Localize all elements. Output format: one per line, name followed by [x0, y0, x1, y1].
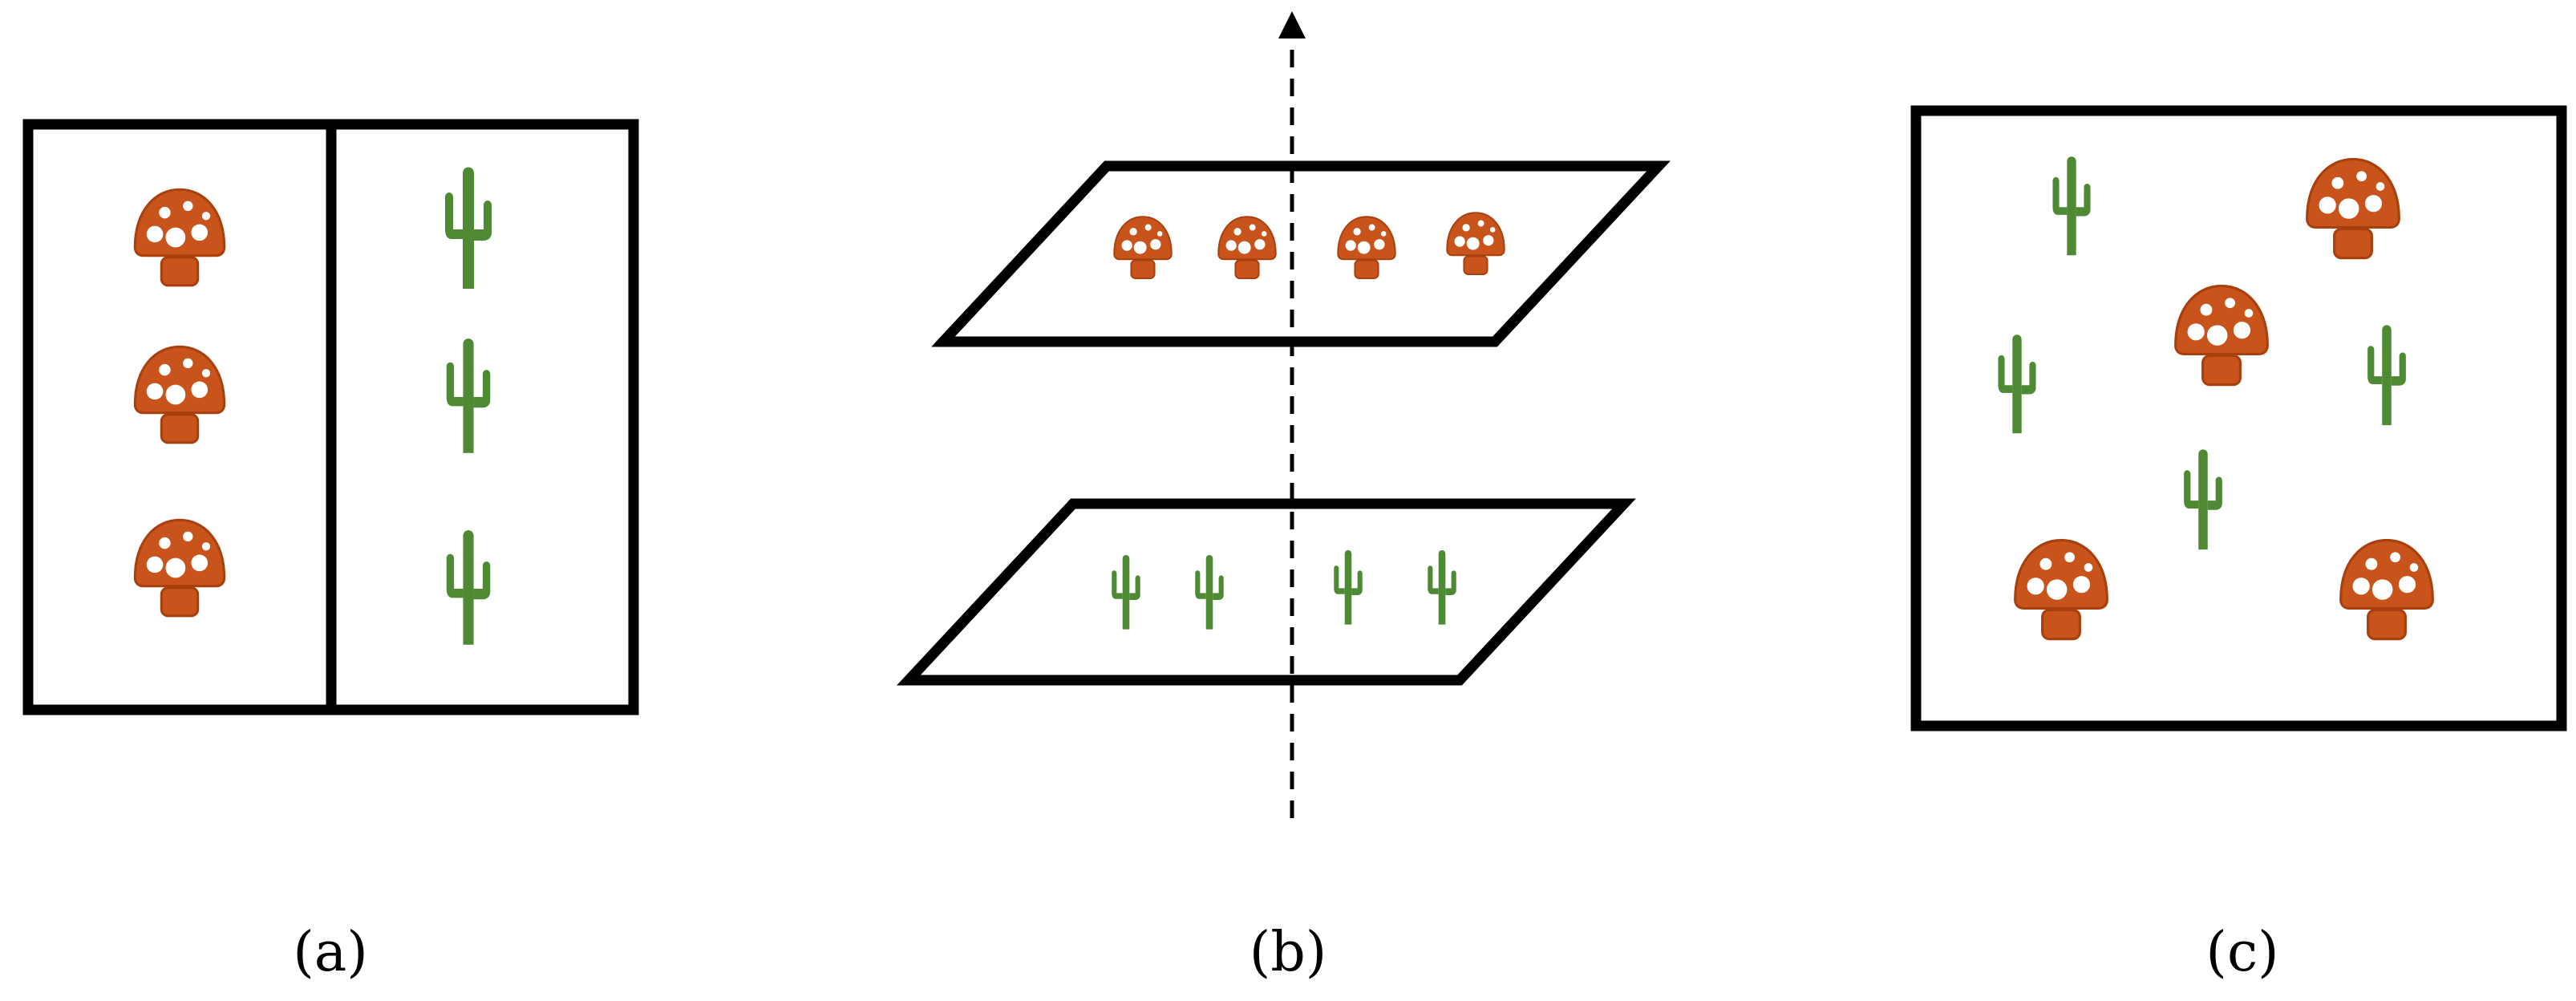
mushroom-icon: [133, 188, 226, 287]
panel-c-caption: (c): [2205, 921, 2278, 984]
mushroom-icon: [133, 518, 226, 618]
mushroom-icon: [2014, 538, 2108, 641]
cactus-icon: [445, 167, 492, 289]
panel-c-frame: [1910, 105, 2567, 732]
cactus-icon: [2367, 325, 2406, 426]
panel-b-caption: (b): [1250, 921, 1327, 984]
panel-a-caption: (a): [293, 921, 368, 984]
upper-plane: [931, 160, 1671, 347]
lower-plane: [897, 498, 1636, 686]
cactus-icon: [2184, 449, 2222, 550]
panel-a: (a): [22, 119, 639, 984]
mushroom-icon: [2306, 157, 2400, 260]
mushroom-icon: [2339, 538, 2434, 641]
cactus-icon: [446, 530, 491, 645]
panel-c: (c): [1910, 105, 2567, 984]
cactus-icon: [1998, 334, 2036, 434]
panel-b: (b): [897, 11, 1671, 984]
mushroom-icon: [133, 345, 226, 444]
mushroom-icon: [2174, 284, 2269, 387]
cactus-icon: [2052, 156, 2091, 256]
cactus-icon: [446, 338, 491, 453]
arrowhead-icon: [1278, 11, 1306, 38]
